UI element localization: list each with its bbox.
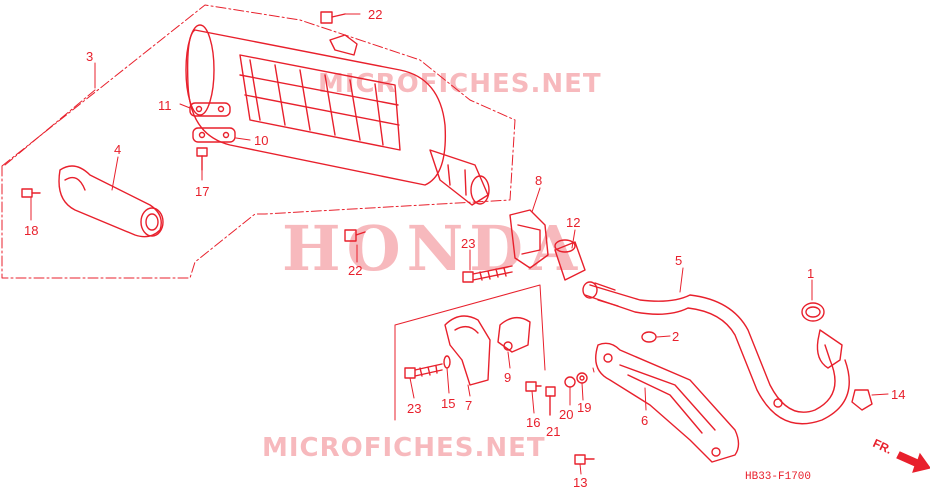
washer-19 <box>576 372 588 384</box>
watermark-bottom: MICROFICHES.NET <box>262 433 546 463</box>
gasket-10 <box>192 127 236 143</box>
gasket-11 <box>189 102 231 117</box>
callout-9: 9 <box>504 370 511 385</box>
gasket-1 <box>801 302 825 322</box>
callout-22-mid: 22 <box>348 263 362 278</box>
callout-17: 17 <box>195 184 209 199</box>
callout-8: 8 <box>535 173 542 188</box>
bolt-22-top <box>320 11 346 24</box>
diagram-code: HB33-F1700 <box>745 471 811 483</box>
callout-14: 14 <box>891 387 905 402</box>
washer-15 <box>443 355 451 369</box>
bolt-23-upper <box>462 265 513 283</box>
callout-2: 2 <box>672 329 679 344</box>
callout-16: 16 <box>526 415 540 430</box>
nut-14 <box>851 389 873 411</box>
callout-21: 21 <box>546 424 560 439</box>
front-label: FR. <box>871 436 894 457</box>
callout-19: 19 <box>577 400 591 415</box>
callout-11: 11 <box>158 98 172 113</box>
watermark-top: MICROFICHES.NET <box>318 69 602 99</box>
callout-labels: 22 3 11 10 17 4 18 8 12 23 22 5 1 2 9 7 … <box>24 7 905 489</box>
arrow-right-icon <box>896 451 930 473</box>
callout-6: 6 <box>641 413 648 428</box>
callout-15: 15 <box>441 396 455 411</box>
clamp-9 <box>497 317 531 353</box>
nut-2 <box>641 331 657 343</box>
callout-10: 10 <box>254 133 268 148</box>
bolt-13 <box>574 454 595 465</box>
watermark-center: HONDA <box>282 212 583 285</box>
callout-22-top: 22 <box>368 7 382 22</box>
callout-4: 4 <box>114 142 121 157</box>
exhaust-pipe <box>582 281 850 425</box>
callout-20: 20 <box>559 407 573 422</box>
callout-3: 3 <box>86 49 93 64</box>
clamp-7 <box>444 315 491 386</box>
muffler-assembly-outline <box>1 4 516 279</box>
bolt-23-lower <box>404 363 443 379</box>
front-direction-indicator: FR. <box>871 436 930 473</box>
callout-23-lower: 23 <box>407 401 421 416</box>
bolt-21 <box>545 386 556 416</box>
tail-pipe <box>58 165 164 238</box>
gasket-12 <box>554 239 586 281</box>
bolt-16 <box>525 381 542 392</box>
callout-1: 1 <box>807 266 814 281</box>
clamp-group-outline <box>394 284 546 421</box>
callout-12: 12 <box>566 215 580 230</box>
muffler <box>185 24 490 206</box>
callout-18: 18 <box>24 223 38 238</box>
washer-20 <box>564 376 576 388</box>
bolt-17 <box>196 147 208 171</box>
leader-lines <box>30 13 889 475</box>
protector-6 <box>595 342 740 463</box>
callout-23-upper: 23 <box>461 236 475 251</box>
bolt-18 <box>21 188 41 198</box>
callout-5: 5 <box>675 253 682 268</box>
bolt-22-mid <box>344 229 366 242</box>
callout-7: 7 <box>465 398 472 413</box>
clamp-8 <box>509 209 549 269</box>
callout-13: 13 <box>573 475 587 489</box>
